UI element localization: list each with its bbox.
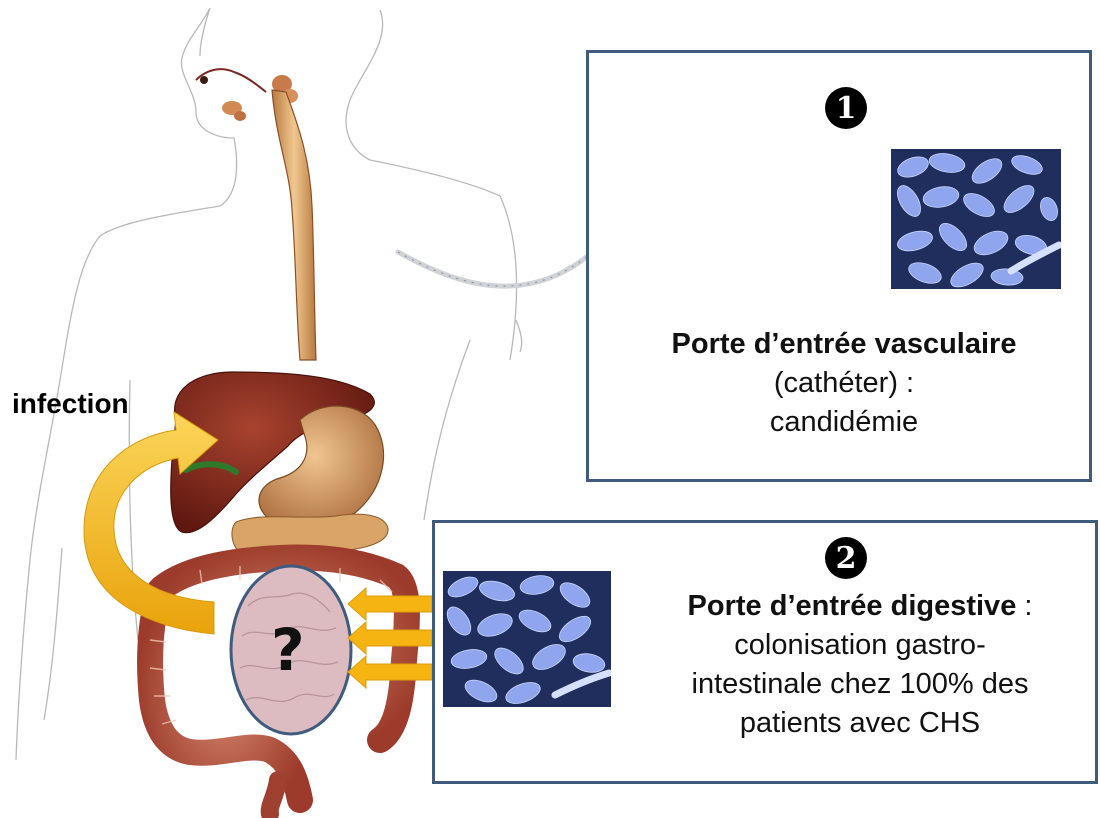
- digestive-entry-box: 2 Porte d’entrée digestive : colonisatio…: [432, 520, 1098, 784]
- vascular-entry-bold: Porte d’entrée vasculaire: [672, 328, 1017, 360]
- digestive-entry-line2: colonisation gastro-: [734, 629, 985, 661]
- digestive-arrows: [348, 588, 432, 688]
- esophagus: [272, 90, 316, 360]
- number-one-badge: 1: [825, 87, 867, 129]
- candida-micrograph-2: [443, 571, 611, 707]
- vascular-entry-caption: Porte d’entrée vasculaire (cathéter) : c…: [629, 325, 1059, 442]
- candida-micrograph-1: [891, 149, 1061, 289]
- infection-label: infection: [12, 388, 129, 420]
- question-mark: ?: [271, 616, 305, 684]
- digestive-entry-line3: intestinale chez 100% des: [692, 668, 1029, 700]
- digestive-entry-bold: Porte d’entrée digestive: [688, 590, 1017, 622]
- digestive-entry-colon: :: [1016, 590, 1032, 622]
- number-two-badge: 2: [825, 537, 867, 579]
- vascular-entry-rest: candidémie: [770, 406, 918, 438]
- digestive-entry-caption: Porte d’entrée digestive : colonisation …: [625, 587, 1095, 742]
- vascular-entry-paren: (cathéter) :: [774, 367, 914, 399]
- digestive-entry-line4: patients avec CHS: [740, 707, 980, 739]
- vascular-entry-box: 1 Porte d’entrée vasculaire (cathéter) :…: [586, 50, 1092, 482]
